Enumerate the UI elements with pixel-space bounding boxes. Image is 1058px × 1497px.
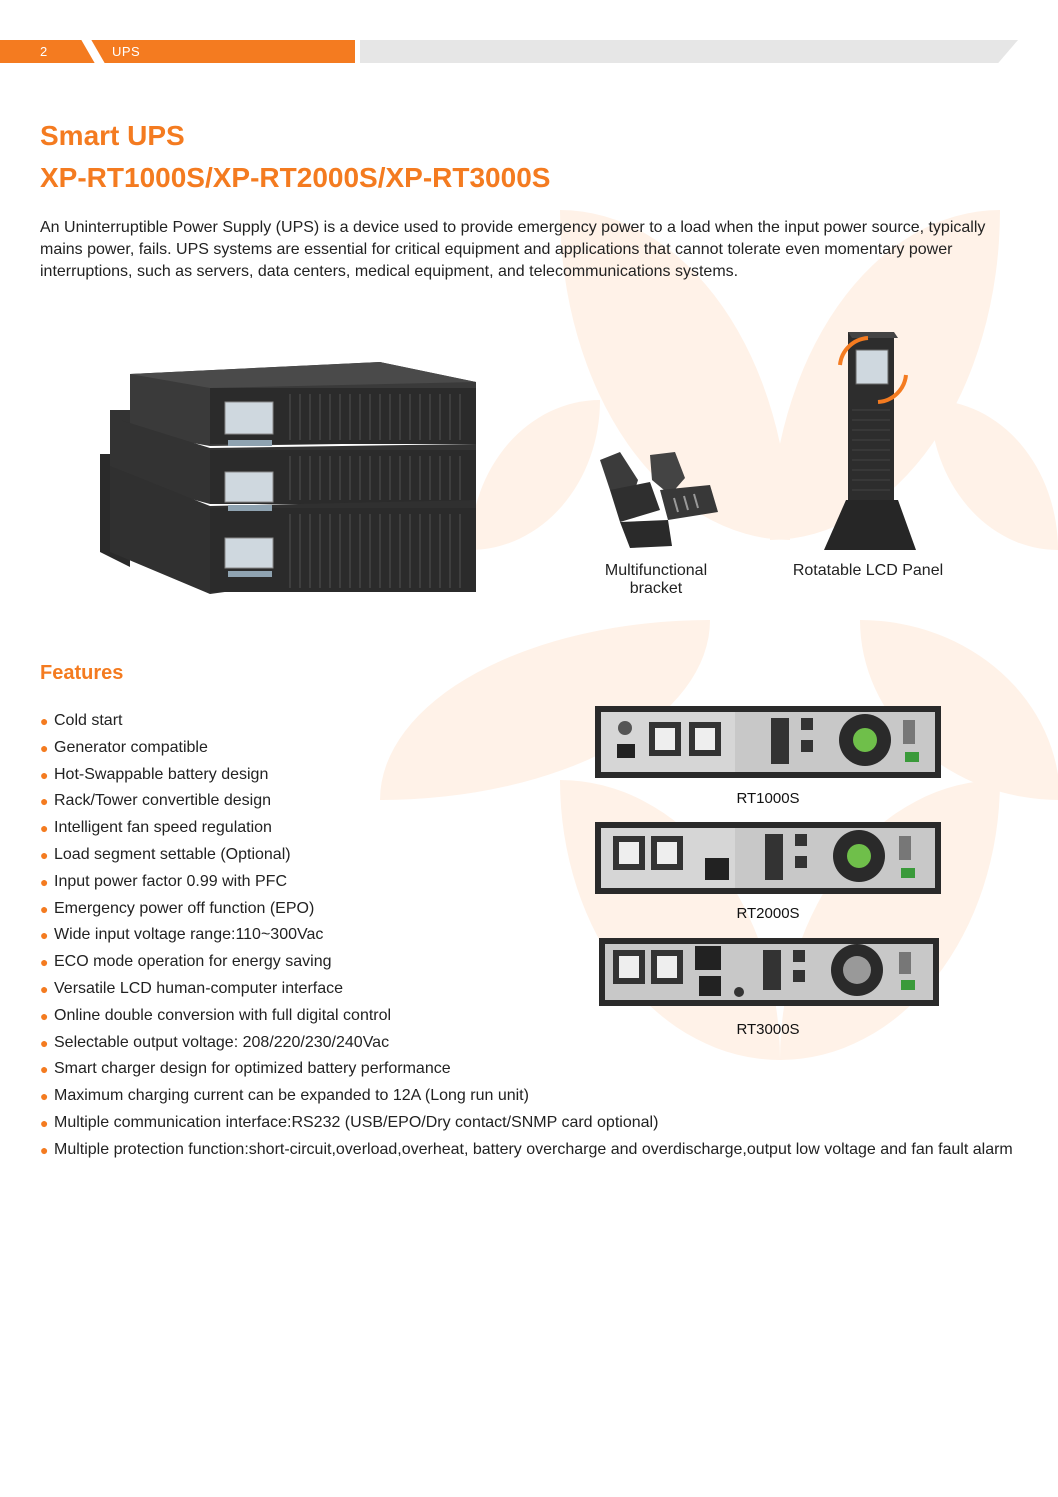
feature-item: ●Multiple communication interface:RS232 … [40,1110,1020,1137]
page-subtitle: XP-RT1000S/XP-RT2000S/XP-RT3000S [40,162,551,193]
bullet-icon: ● [40,1088,49,1105]
bullet-icon: ● [40,793,49,810]
bullet-icon: ● [40,766,49,783]
feature-item: ●Wide input voltage range:110~300Vac [40,922,1020,949]
bullet-icon: ● [40,820,49,837]
page-number: 2 [40,44,48,59]
feature-item: ●ECO mode operation for energy saving [40,949,1020,976]
rt2000s-rear-panel-image [595,822,941,894]
feature-item: ●Hot-Swappable battery design [40,762,1020,789]
rotatable-lcd-tower-image [818,330,918,552]
intro-paragraph: An Uninterruptible Power Supply (UPS) is… [40,219,986,280]
feature-item: ●Smart charger design for optimized batt… [40,1056,1020,1083]
bullet-icon: ● [40,1114,49,1131]
feature-item: ●Load segment settable (Optional) [40,842,1020,869]
model-label-rt2000s: RT2000S [736,905,800,922]
feature-item: ●Versatile LCD human-computer interface [40,976,1020,1003]
feature-item: ●Maximum charging current can be expande… [40,1083,1020,1110]
lcd-panel-caption: Rotatable LCD Panel [792,562,944,579]
bullet-icon: ● [40,713,49,729]
feature-item: ●Cold start [40,708,1020,735]
bullet-icon: ● [40,846,49,863]
bullet-icon: ● [40,927,49,944]
bullet-icon: ● [40,900,49,917]
feature-item: ●Online double conversion with full digi… [40,1003,1020,1030]
feature-item: ●Input power factor 0.99 with PFC [40,869,1020,896]
feature-item: ●Generator compatible [40,735,1020,762]
features-heading: Features [40,662,124,684]
header-gray-bar [360,40,1018,63]
bullet-icon: ● [40,739,49,756]
feature-item: ●Intelligent fan speed regulation [40,815,1020,842]
multifunctional-bracket-image [590,450,720,550]
bullet-icon: ● [40,1034,49,1051]
bullet-icon: ● [40,873,49,890]
page-title: Smart UPS [40,120,185,151]
background-petal [470,400,600,550]
header-orange-bar [0,40,355,63]
feature-item: ●Emergency power off function (EPO) [40,896,1020,923]
bullet-icon: ● [40,980,49,997]
bracket-caption: Multifunctional bracket [604,562,708,597]
bullet-icon: ● [40,1007,49,1024]
header-band: 2 UPS [0,40,1058,63]
bullet-icon: ● [40,1141,49,1158]
bullet-icon: ● [40,954,49,971]
model-label-rt1000s: RT1000S [736,790,800,807]
section-name: UPS [112,44,141,59]
bullet-icon: ● [40,1061,49,1078]
rt3000s-rear-panel-image [599,938,939,1006]
feature-item: ●Multiple protection function:short-circ… [40,1137,1020,1164]
model-label-rt3000s: RT3000S [736,1021,800,1038]
background-petal [930,400,1058,550]
feature-item: ●Rack/Tower convertible design [40,788,1020,815]
features-list: ●Cold start ●Generator compatible ●Hot-S… [40,708,1020,1164]
rt1000s-rear-panel-image [595,706,941,778]
feature-item: ●Selectable output voltage: 208/220/230/… [40,1030,1020,1057]
stacked-ups-image [90,362,480,594]
